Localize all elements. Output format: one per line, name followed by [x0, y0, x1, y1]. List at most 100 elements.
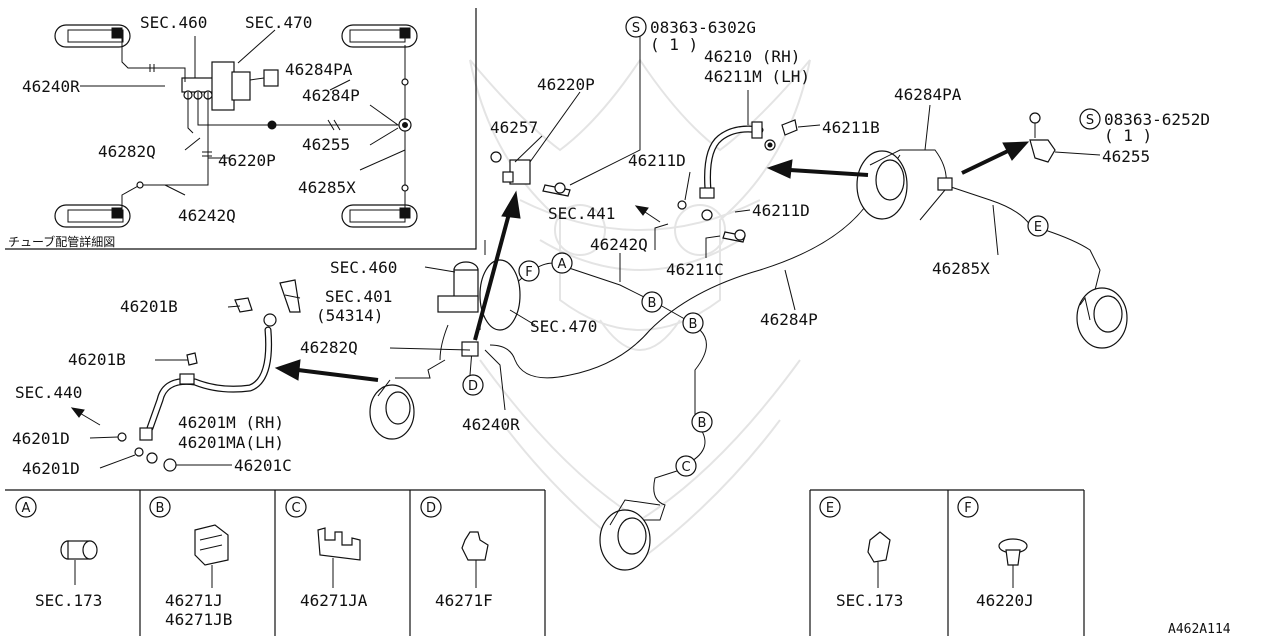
label-46242q: 46242Q: [590, 235, 648, 254]
label-sec440: SEC.440: [15, 383, 82, 402]
callout-e: E: [1027, 215, 1049, 237]
detail-e-label-1: SEC.173: [836, 591, 903, 610]
inset-label-46240r: 46240R: [22, 77, 80, 96]
label-46282q: 46282Q: [300, 338, 358, 357]
inset-label-46282q: 46282Q: [98, 142, 156, 161]
svg-text:C: C: [291, 501, 300, 516]
svg-text:F: F: [964, 501, 971, 516]
inset-master-cylinder: [181, 61, 279, 111]
label-46201d-b: 46201D: [22, 459, 80, 478]
label-46284pa: 46284PA: [894, 85, 962, 104]
svg-text:B: B: [648, 296, 657, 311]
label-bolt2-qty: ( 1 ): [1104, 126, 1152, 145]
svg-text:D: D: [426, 501, 436, 516]
rear-left-disc: [599, 499, 661, 571]
inset-wheel-front-right: [341, 24, 418, 48]
inset-label-46284pa: 46284PA: [285, 60, 353, 79]
front-left-disc: [369, 379, 415, 440]
inset-label-46255: 46255: [302, 135, 350, 154]
label-bolt1-code: 08363-6302G: [650, 18, 756, 37]
label-46220p: 46220P: [537, 75, 595, 94]
detail-box-b: B 46271J 46271JB: [149, 496, 232, 629]
inset-wheel-rear-left: [54, 204, 131, 228]
label-46211d-a: 46211D: [628, 151, 686, 170]
label-sec470: SEC.470: [530, 317, 597, 336]
label-46211d-b: 46211D: [752, 201, 810, 220]
svg-text:E: E: [826, 501, 834, 516]
detail-f-label-1: 46220J: [976, 591, 1034, 610]
svg-text:S: S: [632, 21, 640, 36]
label-46240r: 46240R: [462, 415, 520, 434]
label-sec460: SEC.460: [330, 258, 397, 277]
svg-text:B: B: [698, 416, 707, 431]
label-sec401: SEC.401: [325, 287, 392, 306]
detail-box-d: D 46271F: [420, 496, 493, 610]
svg-text:B: B: [156, 501, 165, 516]
label-46201b-b: 46201B: [68, 350, 126, 369]
svg-text:B: B: [689, 317, 698, 332]
label-46201c: 46201C: [234, 456, 292, 475]
svg-text:D: D: [468, 379, 478, 394]
front-right-disc: [856, 149, 947, 221]
main-tubes: [395, 154, 1101, 521]
label-46211b: 46211B: [822, 118, 880, 137]
detail-box-c: C 46271JA: [285, 496, 368, 610]
inset-wheel-front-left: [54, 24, 131, 48]
callout-f: F: [518, 260, 540, 282]
direction-arrows: [274, 141, 1030, 382]
inset-label-sec470: SEC.470: [245, 13, 312, 32]
svg-text:A: A: [558, 257, 567, 272]
callout-b2: B: [682, 312, 704, 334]
detail-box-a: A SEC.173: [15, 496, 102, 610]
inset-label-46284p: 46284P: [302, 86, 360, 105]
diagram-id: A462A114: [1168, 622, 1231, 637]
label-46201d-a: 46201D: [12, 429, 70, 448]
inset-label-46242q: 46242Q: [178, 206, 236, 225]
detail-box-e: E SEC.173: [819, 496, 903, 610]
rear-right-disc: [1076, 287, 1128, 349]
s-mark-1: S: [625, 16, 647, 38]
detail-b-label-2: 46271JB: [165, 610, 232, 629]
svg-text:S: S: [1086, 113, 1094, 128]
inset-label-sec460: SEC.460: [140, 13, 207, 32]
callout-a: A: [551, 252, 573, 274]
label-bolt1-qty: ( 1 ): [650, 35, 698, 54]
svg-text:C: C: [681, 460, 690, 475]
label-46211m: 46211M (LH): [704, 67, 810, 86]
label-46257: 46257: [490, 118, 538, 137]
s-mark-2: S: [1079, 108, 1101, 130]
detail-d-label-1: 46271F: [435, 591, 493, 610]
detail-boxes: [5, 489, 1085, 636]
label-bolt2-code: 08363-6252D: [1104, 110, 1210, 129]
sec-arrows: [70, 205, 661, 426]
detail-box-f: F 46220J: [957, 496, 1034, 610]
detail-c-label-1: 46271JA: [300, 591, 368, 610]
label-46255: 46255: [1102, 147, 1150, 166]
callout-b1: B: [641, 291, 663, 313]
master-cylinder-main: [437, 259, 521, 357]
label-sec401-sub: (54314): [316, 306, 383, 325]
svg-text:A: A: [22, 501, 31, 516]
label-46201ma: 46201MA(LH): [178, 433, 284, 452]
main-leaders: [89, 36, 1101, 469]
inset-label-46285x: 46285X: [298, 178, 356, 197]
left-brake-hose: [117, 313, 277, 472]
detail-a-label-1: SEC.173: [35, 591, 102, 610]
inset-detail: SEC.460 SEC.470 46240R 46284PA 46284P 46…: [5, 8, 477, 250]
label-sec441: SEC.441: [548, 204, 615, 223]
front-brake-hose: [677, 121, 776, 221]
inset-caption: チューブ配管詳細図: [8, 234, 115, 249]
inset-wheel-rear-right: [341, 204, 418, 228]
callout-c: C: [675, 455, 697, 477]
label-46201b-a: 46201B: [120, 297, 178, 316]
callout-d: D: [462, 374, 484, 396]
svg-text:E: E: [1034, 220, 1042, 235]
small-parts: [186, 112, 1056, 366]
label-46210: 46210 (RH): [704, 47, 800, 66]
label-46284p: 46284P: [760, 310, 818, 329]
callout-b3: B: [691, 411, 713, 433]
label-46211c: 46211C: [666, 260, 724, 279]
svg-text:F: F: [525, 265, 532, 280]
detail-b-label-1: 46271J: [165, 591, 223, 610]
